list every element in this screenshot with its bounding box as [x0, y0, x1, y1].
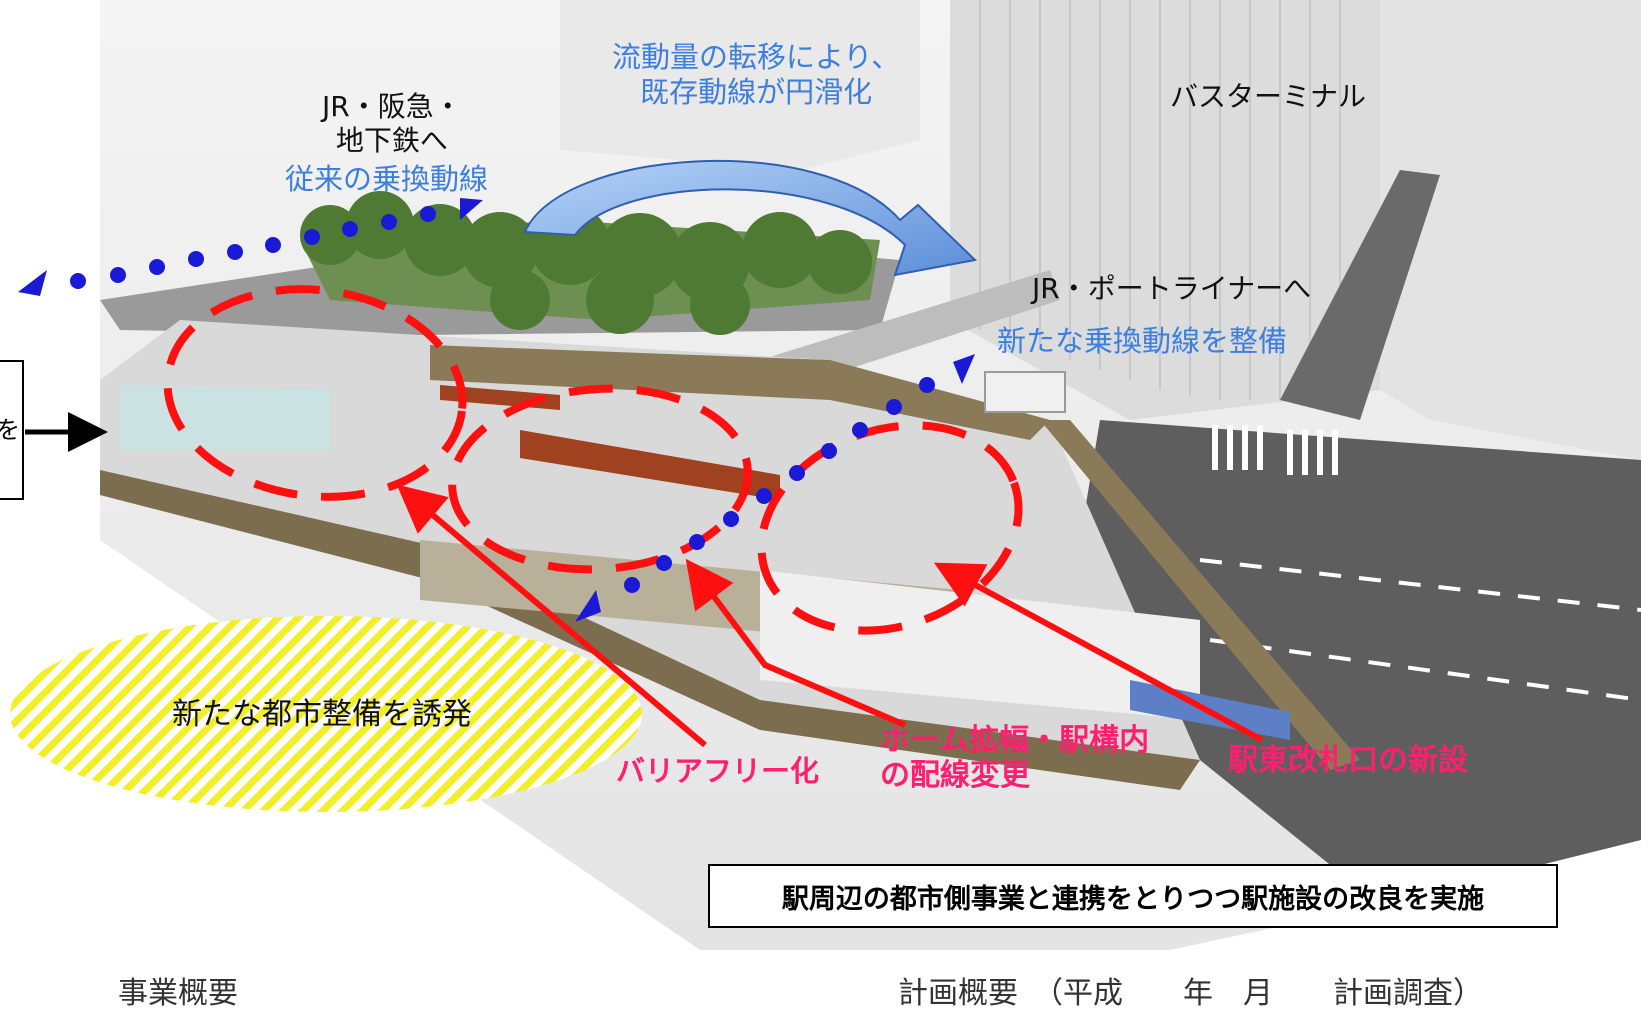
new-route-arrowhead-top	[953, 354, 975, 384]
jr-portliner-label: JR・ポートライナーへ	[1032, 272, 1312, 305]
new-route-arrowhead-bottom	[575, 590, 601, 622]
left-cut-box: を	[0, 360, 24, 500]
leader-arrows	[396, 484, 1264, 748]
zone-center	[448, 384, 752, 574]
arrow-barrier-free	[396, 484, 707, 748]
road	[1070, 420, 1641, 905]
conventional-route-dots	[18, 198, 483, 296]
zone-west	[163, 285, 467, 501]
flow-shift-arrow	[523, 159, 978, 277]
summary-box: 駅周辺の都市側事業と連携をとりつつ駅施設の改良を実施	[708, 864, 1558, 928]
conventional-route-label: 従来の乗換動線	[285, 162, 489, 196]
flow-shift-label: 流動量の転移により、 既存動線が円滑化	[612, 40, 901, 109]
train-brown	[520, 430, 780, 500]
route-arrowhead-right	[460, 198, 483, 220]
platform-widening-label: ホーム拡幅・駅構内 の配線変更	[880, 723, 1150, 793]
bottom-left-heading: 事業概要	[118, 976, 238, 1011]
barrier-free-label: バリアフリー化	[616, 754, 820, 788]
new-route-label: 新たな乗換動線を整備	[997, 324, 1288, 358]
new-gate-label: 駅東改札口の新設	[1228, 743, 1468, 778]
station-illustration	[10, 0, 1641, 950]
new-urban-area	[10, 616, 642, 812]
arrow-platform	[685, 558, 907, 728]
new-route-dots	[575, 354, 975, 622]
summary-text: 駅周辺の都市側事業と連携をとりつつ駅施設の改良を実施	[781, 883, 1485, 915]
new-urban-label: 新たな都市整備を誘発	[172, 697, 472, 732]
bus-terminal-label: バスターミナル	[1170, 80, 1367, 113]
bottom-right-heading: 計画概要 （平成 年 月 計画調査）	[898, 976, 1483, 1011]
route-arrowhead-left	[18, 270, 47, 296]
jr-hankyu-label: JR・阪急・ 地下鉄へ	[322, 90, 462, 157]
arrow-new-gate	[933, 562, 1264, 743]
bus-terminal-building	[950, 0, 1380, 420]
